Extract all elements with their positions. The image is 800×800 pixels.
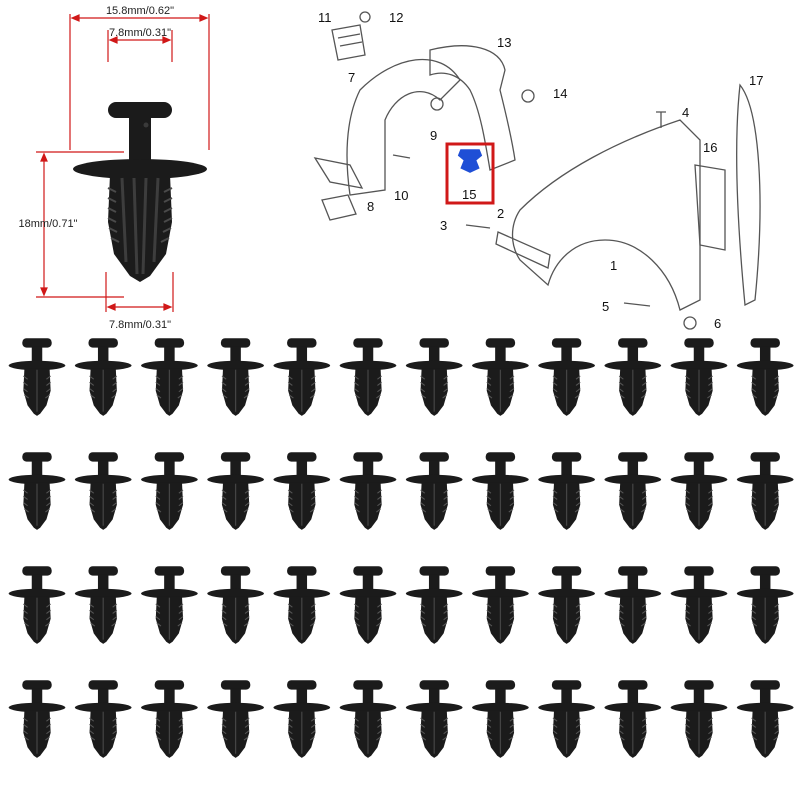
dimension-lines bbox=[36, 14, 210, 312]
stem-bottom-diameter-label: 7.8mm/0.31" bbox=[109, 319, 171, 331]
clip-item bbox=[603, 565, 662, 645]
callout-5: 5 bbox=[602, 299, 609, 314]
clip-item bbox=[339, 679, 397, 759]
callout-6: 6 bbox=[714, 316, 721, 331]
clip-item bbox=[670, 337, 728, 417]
dimensioned-clip bbox=[71, 100, 209, 284]
clip-item bbox=[74, 451, 133, 531]
clip-item bbox=[339, 565, 397, 645]
callout-9: 9 bbox=[430, 128, 437, 143]
clip-item bbox=[206, 337, 265, 417]
clip-item bbox=[74, 337, 133, 417]
clip-item bbox=[339, 337, 397, 417]
clip-item bbox=[74, 679, 133, 759]
clip-item bbox=[405, 451, 464, 531]
fender-exploded-diagram bbox=[313, 11, 761, 330]
clip-item bbox=[670, 451, 728, 531]
clip-item bbox=[537, 565, 596, 645]
clip-item bbox=[736, 451, 795, 531]
clip-item bbox=[272, 679, 331, 759]
callout-numbers: 1 2 3 4 5 6 7 8 9 10 11 12 13 14 15 16 1… bbox=[318, 10, 763, 331]
clip-item bbox=[471, 565, 530, 645]
clip-item bbox=[670, 679, 728, 759]
callout-8: 8 bbox=[367, 199, 374, 214]
clip-item bbox=[206, 679, 265, 759]
clip-item bbox=[272, 337, 331, 417]
clip-item bbox=[272, 565, 331, 645]
clip-item bbox=[339, 451, 397, 531]
clip-item bbox=[736, 565, 795, 645]
callout-10: 10 bbox=[394, 188, 408, 203]
clip-item bbox=[206, 451, 265, 531]
callout-2: 2 bbox=[497, 206, 504, 221]
clip-item bbox=[140, 565, 199, 645]
clip-item bbox=[603, 451, 662, 531]
highlight-box bbox=[445, 142, 495, 205]
clip-item bbox=[471, 337, 530, 417]
clip-item bbox=[140, 337, 199, 417]
callout-4: 4 bbox=[682, 105, 689, 120]
callout-11: 11 bbox=[318, 10, 332, 25]
clip-item bbox=[603, 679, 662, 759]
clip-item bbox=[736, 337, 795, 417]
fender-liner-front bbox=[346, 58, 461, 196]
clip-item bbox=[537, 679, 596, 759]
clip-item bbox=[206, 565, 265, 645]
callout-17: 17 bbox=[749, 73, 763, 88]
cap-diameter-label: 15.8mm/0.62" bbox=[106, 5, 174, 17]
clip-item bbox=[537, 337, 596, 417]
clip-item bbox=[272, 451, 331, 531]
clip-item bbox=[8, 451, 66, 531]
fender-panel bbox=[511, 119, 701, 311]
clip-item bbox=[140, 451, 199, 531]
clip-item bbox=[8, 565, 66, 645]
clip-item bbox=[603, 337, 662, 417]
callout-14: 14 bbox=[553, 86, 567, 101]
clip-item bbox=[405, 565, 464, 645]
clip-item bbox=[8, 337, 66, 417]
clip-grid bbox=[8, 337, 795, 759]
callout-3: 3 bbox=[440, 218, 447, 233]
clip-item bbox=[537, 451, 596, 531]
callout-7: 7 bbox=[348, 70, 355, 85]
clip-item bbox=[670, 565, 728, 645]
fender-liner-rear bbox=[429, 45, 516, 171]
clip-item bbox=[8, 679, 66, 759]
callout-1: 1 bbox=[610, 258, 617, 273]
stem-top-diameter-label: 7.8mm/0.31" bbox=[109, 27, 171, 39]
clip-item bbox=[736, 679, 795, 759]
length-label: 18mm/0.71" bbox=[19, 218, 78, 230]
clip-item bbox=[405, 337, 464, 417]
highlighted-clip-part bbox=[457, 149, 483, 173]
clip-item bbox=[74, 565, 133, 645]
callout-16: 16 bbox=[703, 140, 717, 155]
clip-item bbox=[471, 679, 530, 759]
callout-12: 12 bbox=[389, 10, 403, 25]
clip-item bbox=[140, 679, 199, 759]
callout-13: 13 bbox=[497, 35, 511, 50]
clip-item bbox=[405, 679, 464, 759]
callout-15: 15 bbox=[462, 187, 476, 202]
clip-item bbox=[471, 451, 530, 531]
